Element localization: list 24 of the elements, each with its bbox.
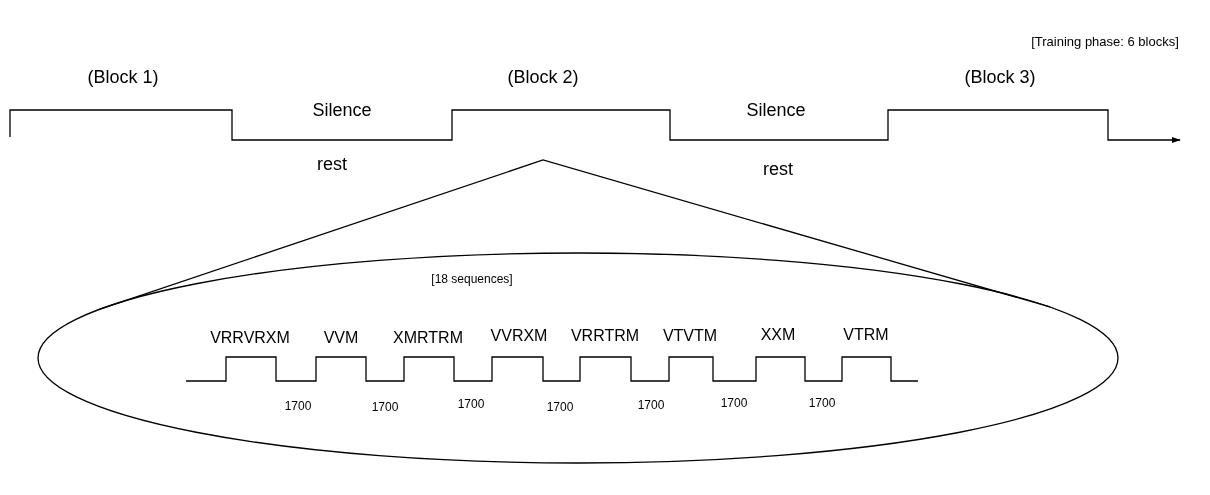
block-label: (Block 2) <box>507 68 579 88</box>
interval-label: 1700 <box>808 397 836 411</box>
sequence-label: VTVTM <box>662 327 718 345</box>
interval-label: 1700 <box>720 397 748 411</box>
sequence-label: VRRTRM <box>570 327 640 345</box>
interval-label: 1700 <box>637 399 665 413</box>
sequence-label: VVM <box>323 329 359 347</box>
interval-label: 1700 <box>284 400 312 414</box>
silence-label: Silence <box>312 101 372 121</box>
sequence-label: VTRM <box>843 326 889 344</box>
phase-note: [Training phase: 6 blocks] <box>1031 34 1179 50</box>
sequence-label: XXM <box>760 326 796 344</box>
sequence-count-note: [18 sequences] <box>431 273 513 287</box>
sequence-label: VVRXM <box>490 327 548 345</box>
rest-label: rest <box>317 155 347 175</box>
block-label: (Block 1) <box>87 68 159 88</box>
sequence-label: VRRVRXM <box>210 329 290 347</box>
interval-label: 1700 <box>546 401 574 415</box>
interval-label: 1700 <box>457 398 485 412</box>
silence-label: Silence <box>746 101 806 121</box>
interval-label: 1700 <box>371 401 399 415</box>
sequence-label: XMRTRM <box>393 329 463 347</box>
rest-label: rest <box>763 160 793 180</box>
block-label: (Block 3) <box>964 68 1036 88</box>
